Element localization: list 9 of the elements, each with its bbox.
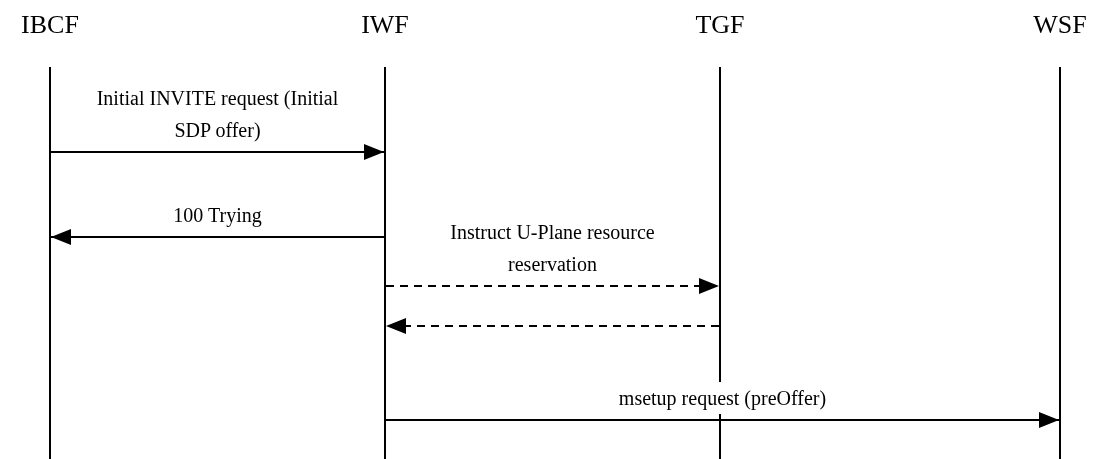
message-arrow — [50, 144, 385, 160]
message-arrow — [385, 412, 1060, 428]
participant-name: IBCF — [20, 9, 80, 41]
participant-name: WSF — [1032, 9, 1088, 41]
participant-name: TGF — [694, 9, 746, 41]
message-arrow — [50, 229, 385, 245]
message-arrow — [385, 318, 720, 334]
message-arrow — [385, 278, 720, 294]
participant-name: IWF — [360, 9, 410, 41]
